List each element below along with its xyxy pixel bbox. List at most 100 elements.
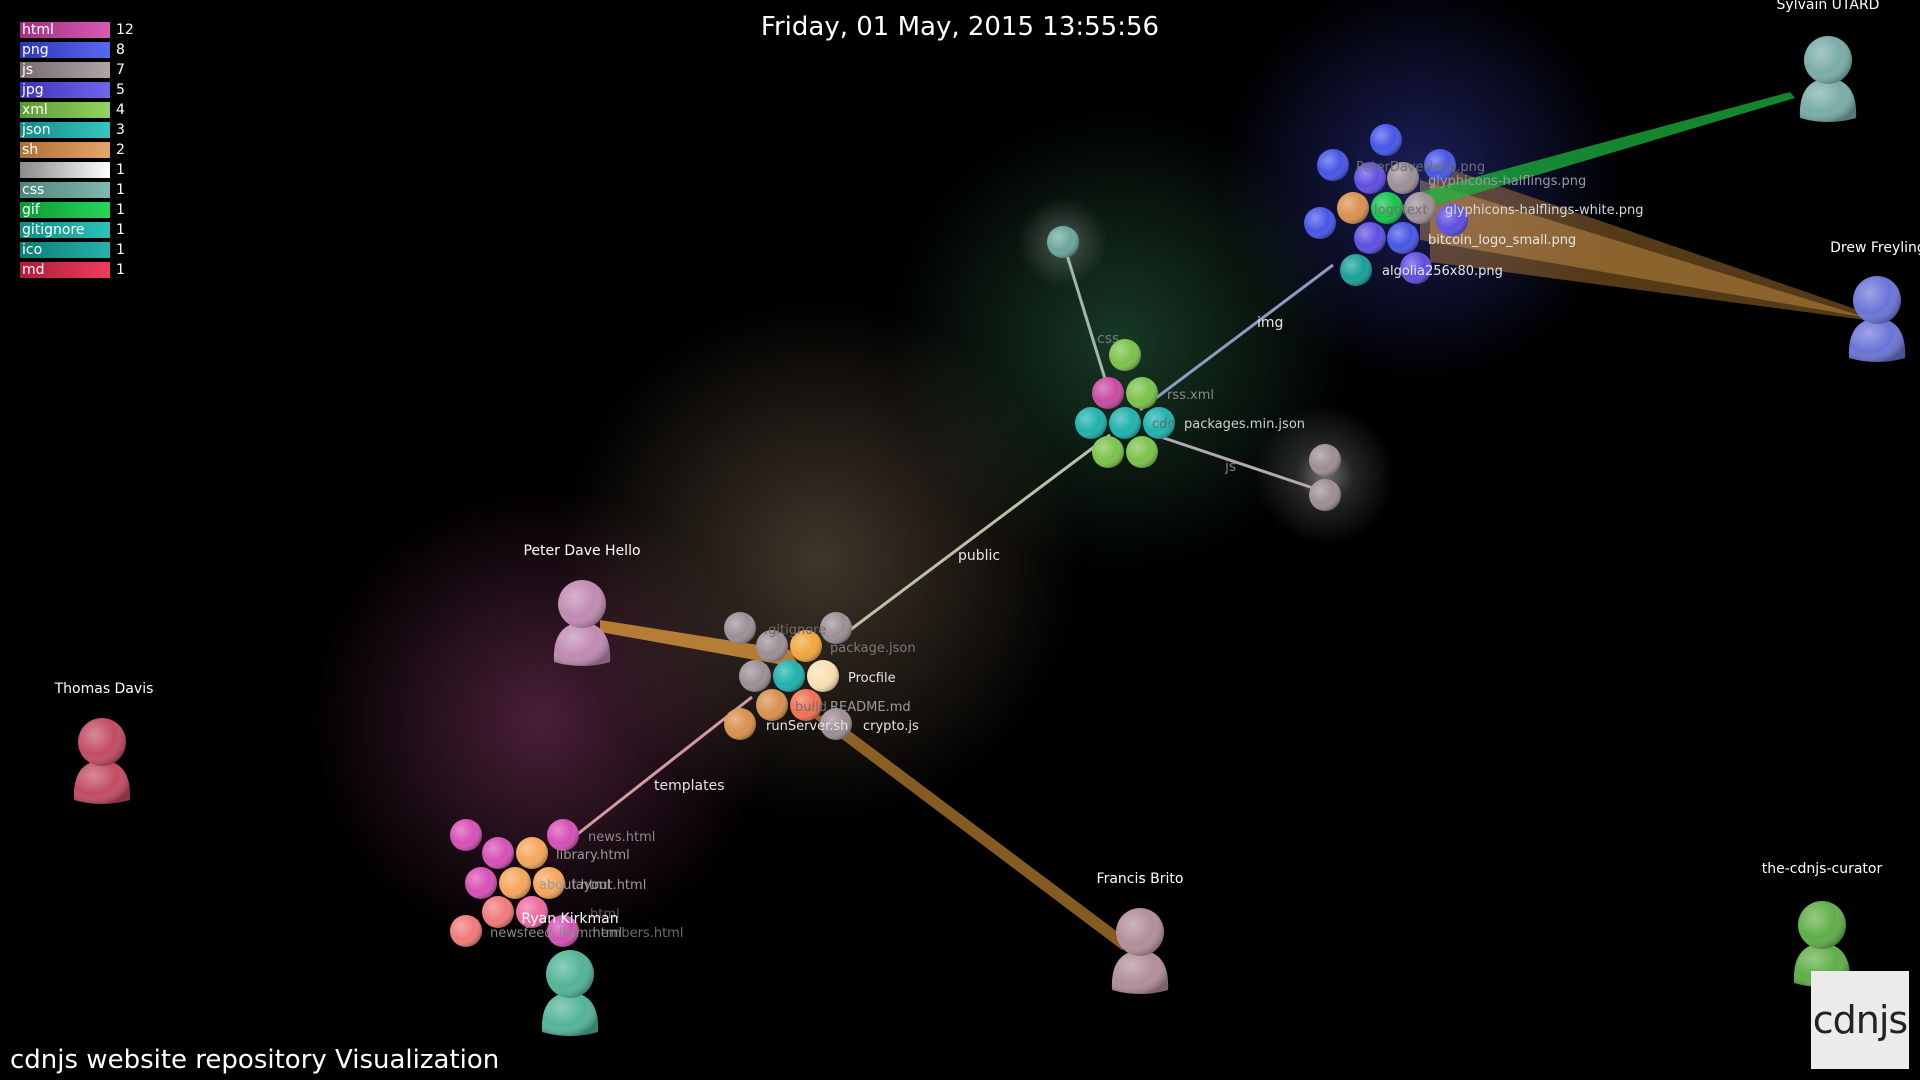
background-glows — [310, 0, 1620, 950]
file-label: rss.xml — [1167, 388, 1214, 403]
edge-public — [849, 433, 1111, 632]
dir-label-css: css — [1097, 331, 1119, 347]
user-name: Francis Brito — [1097, 871, 1184, 887]
file-label: .gitignore — [764, 623, 826, 638]
file-label: package.json — [830, 641, 916, 656]
legend-ext: html — [22, 22, 54, 38]
file-label: about.html — [539, 878, 610, 893]
legend-swatch: png — [20, 42, 110, 58]
file-label: logotext — [1374, 203, 1427, 218]
legend-ext: xml — [22, 102, 48, 118]
avatar — [541, 950, 599, 1036]
legend-count: 1 — [116, 262, 125, 278]
legend-swatch: js — [20, 62, 110, 78]
file-label: PeterDaveHello.png — [1356, 160, 1485, 175]
edge-templates — [569, 695, 753, 842]
user-name: Thomas Davis — [54, 681, 154, 697]
cdnjs-logo: cdnjs — [1811, 971, 1909, 1069]
legend-count: 2 — [116, 142, 125, 158]
legend-count: 12 — [116, 22, 134, 38]
legend-count: 1 — [116, 162, 125, 178]
datetime-display: Friday, 01 May, 2015 13:55:56 — [760, 12, 1160, 42]
legend-row: 1 — [20, 160, 134, 180]
legend-swatch: ico — [20, 242, 110, 258]
file-label: news.html — [588, 830, 655, 845]
templates-cluster — [450, 819, 579, 947]
file-type-legend: html 12 png 8 js 7 jpg 5 xml 4 json 3 sh… — [20, 20, 134, 280]
file-label: crypto.js — [863, 719, 919, 734]
public-cluster — [1075, 339, 1175, 468]
legend-row: ico 1 — [20, 240, 134, 260]
dir-label-img: img — [1257, 315, 1283, 331]
legend-swatch: sh — [20, 142, 110, 158]
legend-row: jpg 5 — [20, 80, 134, 100]
legend-count: 1 — [116, 202, 125, 218]
legend-swatch: json — [20, 122, 110, 138]
legend-ext: json — [22, 122, 51, 138]
file-label: Procfile — [848, 671, 896, 686]
directory-edges — [569, 241, 1334, 842]
legend-swatch: gif — [20, 202, 110, 218]
legend-row: js 7 — [20, 60, 134, 80]
legend-ext: jpg — [22, 82, 44, 98]
avatar — [1793, 901, 1851, 987]
file-label: runServer.sh — [766, 719, 848, 734]
legend-ext: js — [22, 62, 34, 78]
file-label: layout.html — [572, 878, 646, 893]
file-label: members.html — [588, 926, 683, 941]
legend-count: 7 — [116, 62, 125, 78]
avatar — [1848, 276, 1906, 362]
user-name: Peter Dave Hello — [523, 543, 640, 559]
avatar — [1799, 36, 1857, 122]
edge-js — [1154, 433, 1326, 494]
legend-ext: gitignore — [22, 222, 85, 238]
dir-label-js: js — [1224, 459, 1236, 475]
root-cluster — [724, 612, 852, 740]
file-label: html — [590, 907, 620, 922]
legend-row: xml 4 — [20, 100, 134, 120]
legend-swatch: xml — [20, 102, 110, 118]
file-label: newsfeed_item.html — [490, 926, 622, 941]
legend-ext: css — [22, 182, 45, 198]
legend-swatch: html — [20, 22, 110, 38]
legend-ext: md — [22, 262, 45, 278]
legend-ext: ico — [22, 242, 43, 258]
edge-css — [1061, 241, 1112, 396]
legend-swatch — [20, 162, 110, 178]
legend-count: 8 — [116, 42, 125, 58]
user-name: the-cdnjs-curator — [1762, 861, 1883, 877]
edge-img — [1139, 263, 1334, 412]
legend-row: json 3 — [20, 120, 134, 140]
legend-ext: png — [22, 42, 49, 58]
legend-count: 1 — [116, 242, 125, 258]
legend-ext: sh — [22, 142, 39, 158]
file-label: algolia256x80.png — [1382, 264, 1503, 279]
legend-row: gitignore 1 — [20, 220, 134, 240]
file-label: library.html — [556, 848, 630, 863]
legend-row: sh 2 — [20, 140, 134, 160]
legend-count: 1 — [116, 222, 125, 238]
file-label: glyphicons-halflings.png — [1428, 174, 1586, 189]
legend-count: 3 — [116, 122, 125, 138]
legend-count: 5 — [116, 82, 125, 98]
file-label: packages.min.json — [1184, 417, 1305, 432]
legend-row: gif 1 — [20, 200, 134, 220]
legend-swatch: jpg — [20, 82, 110, 98]
file-nodes — [450, 124, 1468, 947]
legend-count: 1 — [116, 182, 125, 198]
legend-swatch: gitignore — [20, 222, 110, 238]
user-name: Ryan Kirkman — [521, 911, 618, 927]
user-name: Sylvain UTARD — [1777, 0, 1880, 13]
legend-ext: gif — [22, 202, 40, 218]
legend-row: png 8 — [20, 40, 134, 60]
dir-label-templates: templates — [654, 778, 725, 794]
file-label: README.md — [830, 700, 911, 715]
avatar — [73, 718, 131, 804]
user-name: Drew Freyling — [1830, 240, 1920, 256]
logo-text: cdnjs — [1812, 998, 1908, 1042]
legend-row: md 1 — [20, 260, 134, 280]
legend-count: 4 — [116, 102, 125, 118]
avatar — [1111, 908, 1169, 994]
file-labels: PeterDaveHello.png glyphicons-halflings.… — [490, 160, 1644, 941]
